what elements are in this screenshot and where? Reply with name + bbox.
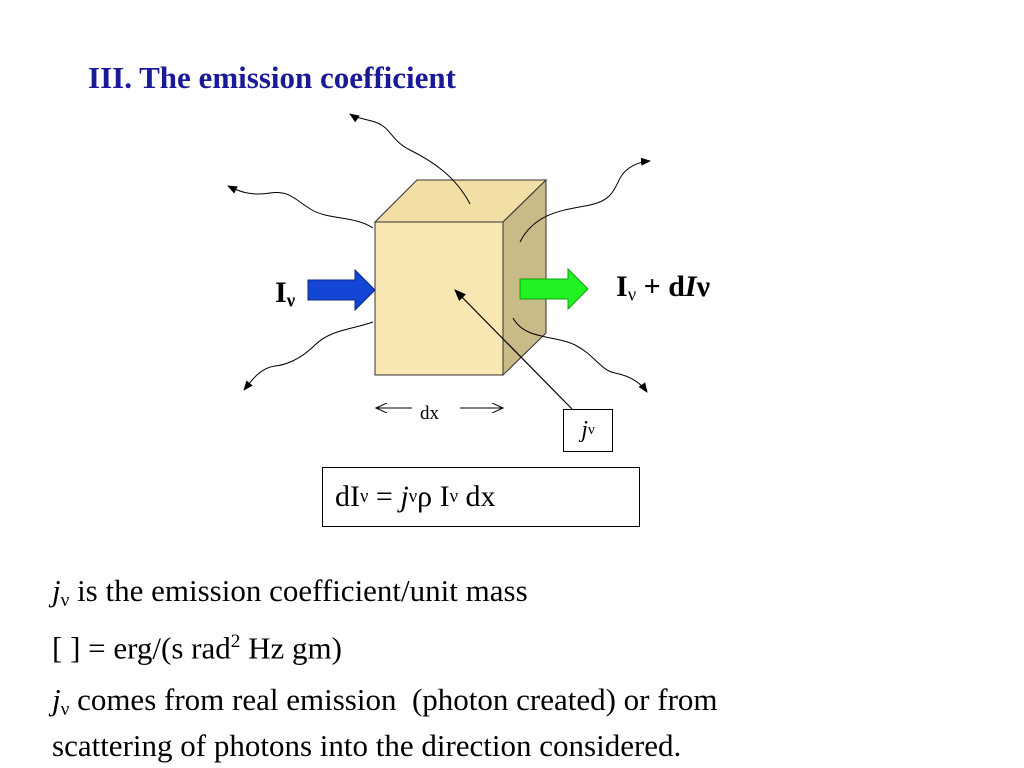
origin-paragraph: jν comes from real emission (photon crea… — [52, 682, 718, 763]
outgoing-arrow — [519, 267, 589, 311]
slide-title: III. The emission coefficient — [88, 60, 456, 95]
intensity-out-label: Iν + dIν — [616, 270, 710, 306]
emission-ray-lower-left — [243, 321, 374, 391]
intensity-in-label: Iν — [275, 276, 295, 312]
units-line: [ ] = erg/(s rad2 Hz gm) — [52, 630, 342, 666]
emission-ray-upper-left — [227, 185, 374, 229]
emission-ray-upper-right — [519, 157, 651, 243]
emission-ray-lower-right — [512, 317, 648, 393]
incoming-arrow — [307, 268, 376, 312]
cube-front-face — [374, 221, 504, 376]
emission-ray-top — [349, 113, 471, 205]
j-pointer-line — [454, 289, 573, 410]
definition-line: jν is the emission coefficient/unit mass — [52, 573, 528, 611]
dx-label: dx — [420, 403, 439, 424]
